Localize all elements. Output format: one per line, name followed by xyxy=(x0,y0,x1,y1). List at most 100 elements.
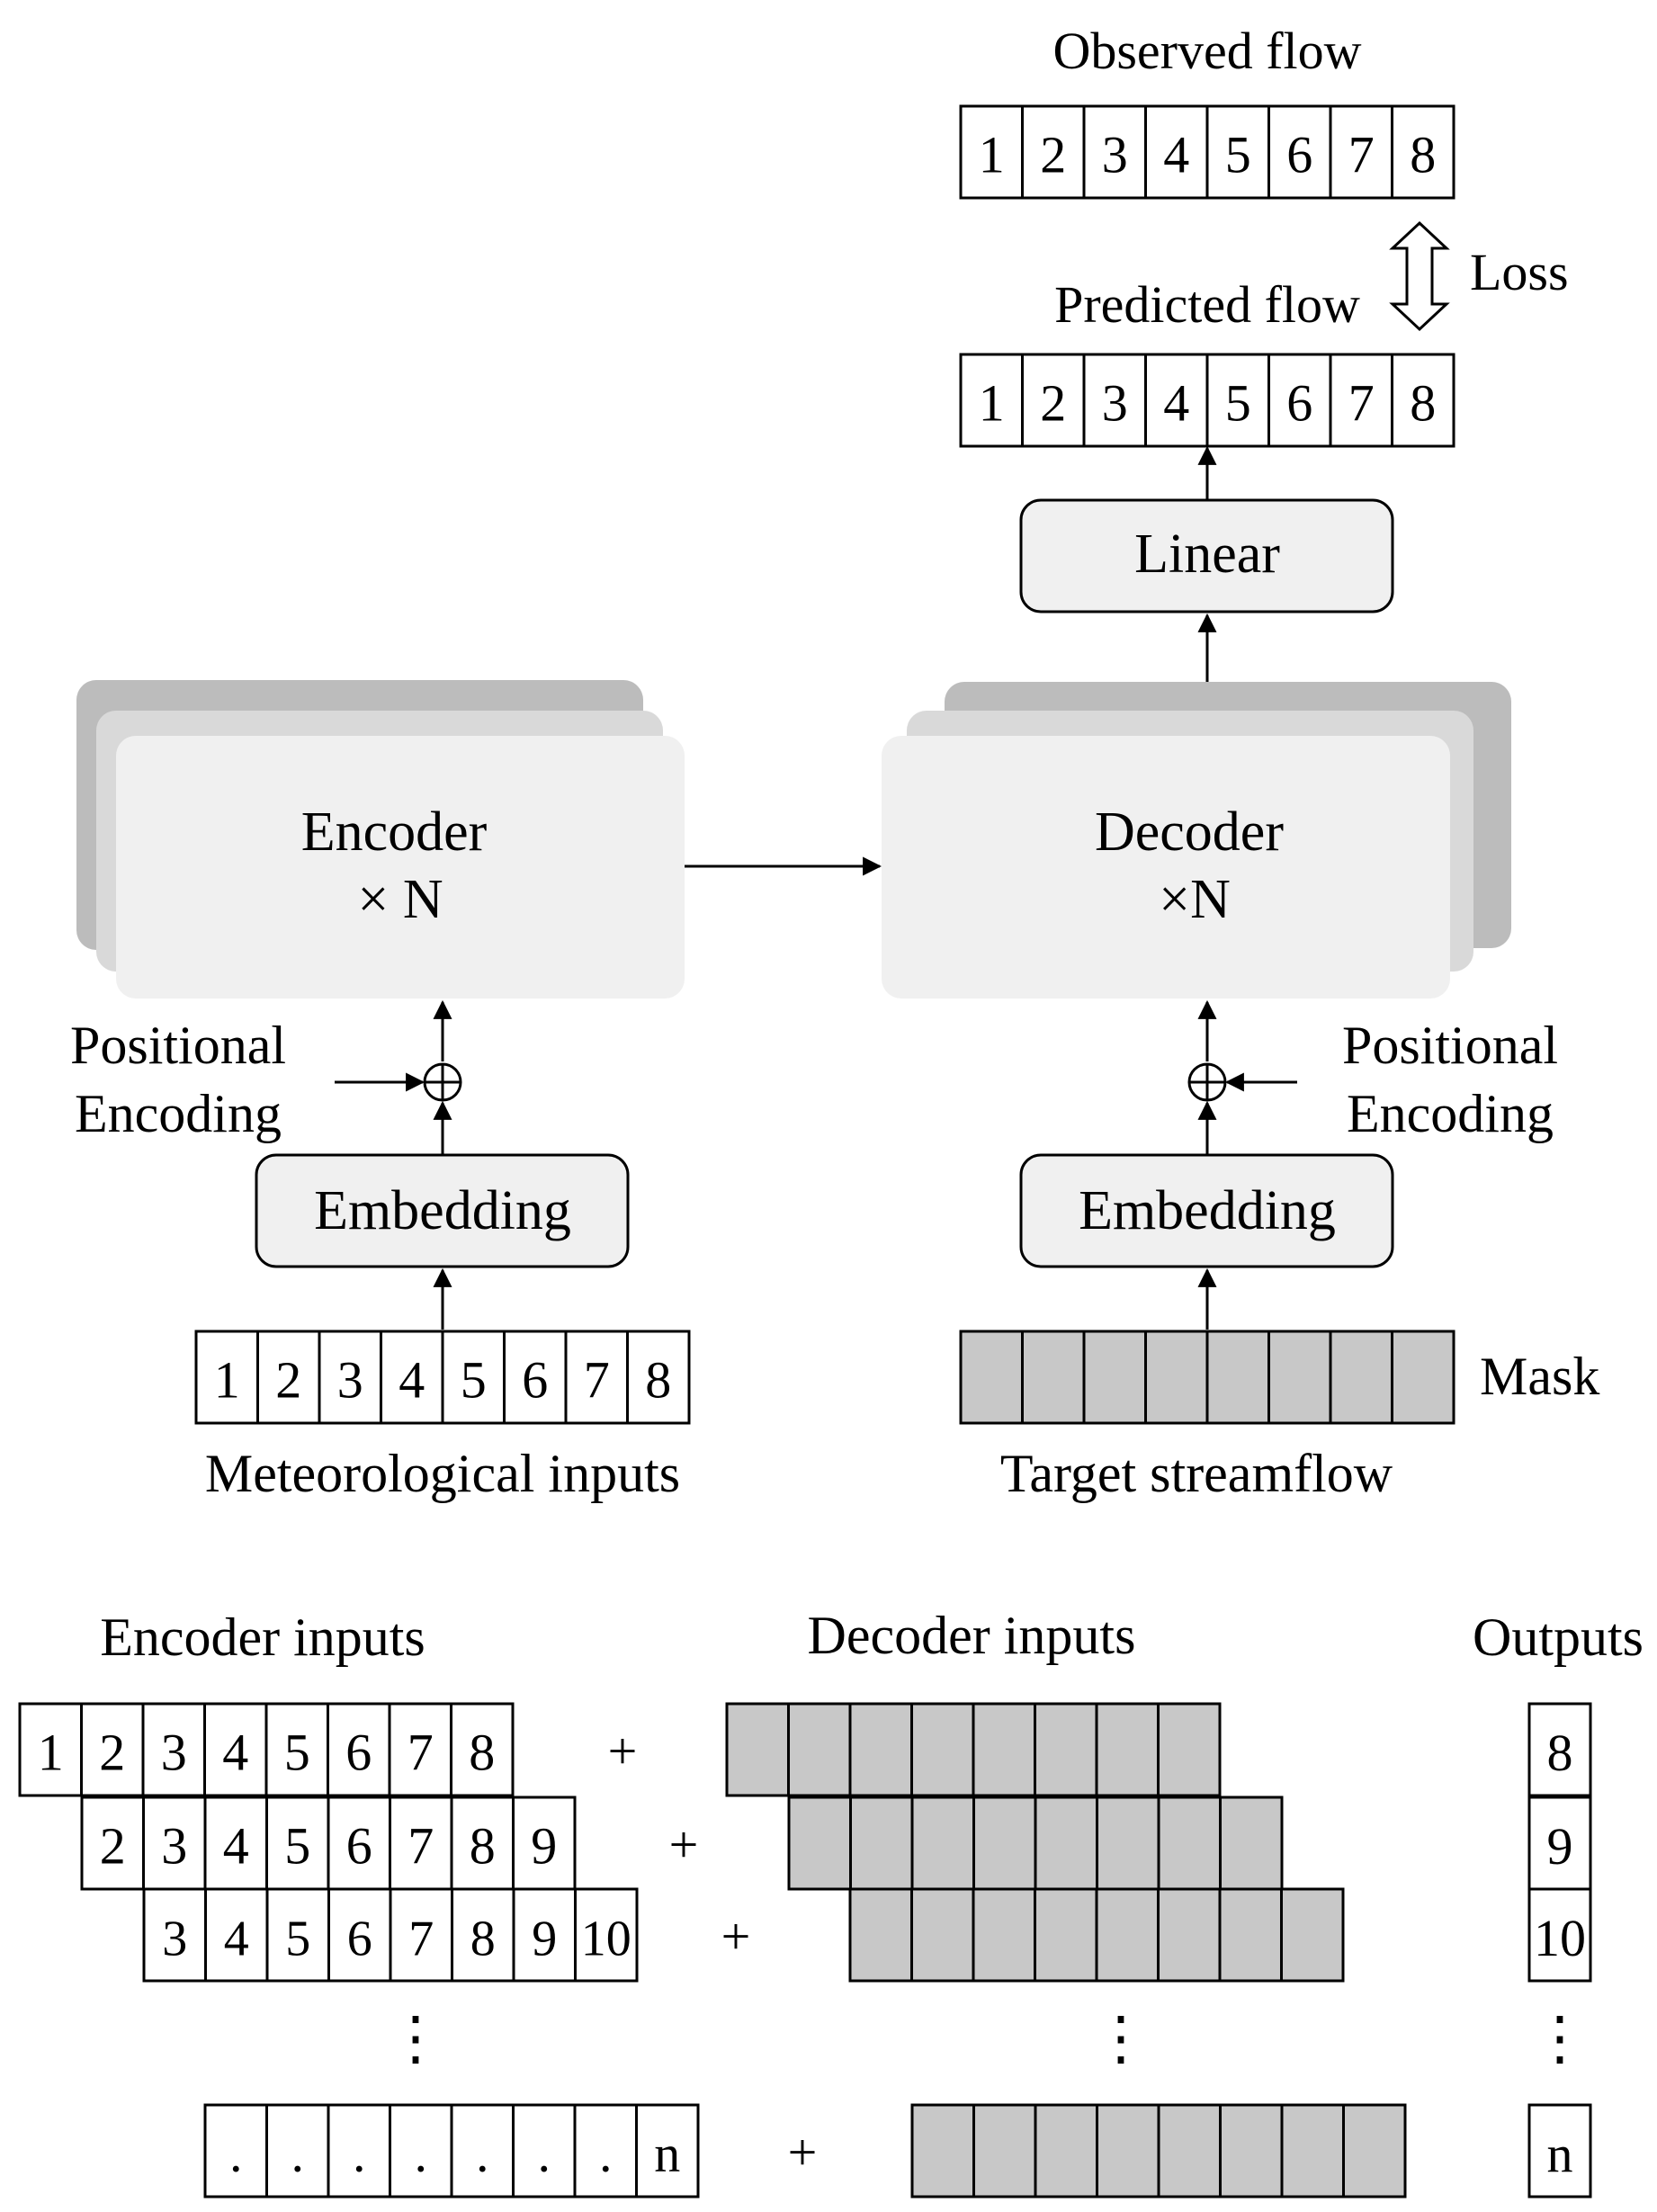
target-streamflow-mask-cell xyxy=(959,1330,1024,1425)
observed-flow-cell-value: 4 xyxy=(1163,125,1189,184)
encoder-window-cell-value: . xyxy=(476,2124,489,2182)
encoder-window-cell-value: . xyxy=(229,2124,243,2182)
observed-flow-cell-value: 3 xyxy=(1102,125,1128,184)
encoder-window-cell xyxy=(574,1887,639,1983)
decoder-window-mask-cell xyxy=(1095,1887,1160,1983)
decoder-window-mask-cell xyxy=(787,1702,852,1797)
decoder-positional-label-line1: Positional xyxy=(1342,1016,1558,1075)
target-streamflow-label: Target streamflow xyxy=(1000,1444,1393,1503)
target-streamflow-mask-sequence xyxy=(959,1330,1455,1425)
decoder-window-mask-cell xyxy=(1034,1887,1098,1983)
decoder-inputs-heading: Decoder inputs xyxy=(808,1606,1136,1665)
output-cell-value: 9 xyxy=(1547,1817,1573,1876)
encoder-window-cell xyxy=(327,1796,391,1891)
decoder-window-mask-cell xyxy=(972,1887,1036,1983)
output-cell xyxy=(1527,1702,1592,1797)
observed-flow-cell-value: 7 xyxy=(1348,125,1375,184)
encoder-window-cell-value: 2 xyxy=(100,1816,126,1875)
encoder-embedding-block xyxy=(255,1153,630,1268)
decoder-window-mask-cell xyxy=(1095,1702,1160,1797)
meteorological-input-cell xyxy=(626,1330,691,1425)
encoder-window-cell-value: n xyxy=(654,2124,680,2182)
observed-flow-cell xyxy=(1205,104,1270,200)
observed-flow-cell xyxy=(1267,104,1332,200)
output-cell xyxy=(1527,2103,1592,2199)
meteorological-input-cell xyxy=(318,1330,382,1425)
meteorological-input-cell xyxy=(380,1330,444,1425)
observed-flow-cell-value: 1 xyxy=(979,125,1005,184)
decoder-block xyxy=(882,736,1450,999)
decoder-positional-label-line2: Encoding xyxy=(1347,1084,1554,1143)
encoder-window-cell-value: 3 xyxy=(161,1816,187,1875)
encoder-window-cell xyxy=(141,1702,206,1797)
encoder-title: Encoder xyxy=(301,802,488,863)
decoder-window-mask-cell xyxy=(1157,1702,1222,1797)
output-cell xyxy=(1527,1887,1592,1983)
encoder-window-cell xyxy=(451,1887,515,1983)
encoder-rows-ellipsis: ⋮ xyxy=(386,2006,445,2072)
observed-flow-cell xyxy=(1021,104,1086,200)
observed-flow-cell-value: 2 xyxy=(1040,125,1066,184)
decoder-window-mask-cell xyxy=(1219,2103,1284,2199)
observed-flow-cell xyxy=(1082,104,1147,200)
predicted-flow-label: Predicted flow xyxy=(1054,275,1360,334)
encoder-window-cell xyxy=(450,1796,515,1891)
target-streamflow-mask-cell xyxy=(1391,1330,1455,1425)
encoder-window-cell xyxy=(512,1887,577,1983)
meteorological-input-cell xyxy=(256,1330,321,1425)
observed-flow-cell-value: 8 xyxy=(1410,125,1436,184)
encoder-embedding-label: Embedding xyxy=(314,1180,571,1241)
encoder-window-cell-value: 10 xyxy=(581,1911,631,1966)
encoder-window-cell-value: . xyxy=(291,2124,305,2182)
encoder-positional-label-line1: Positional xyxy=(70,1016,286,1075)
predicted-flow-cell-value: 1 xyxy=(979,373,1005,432)
predicted-flow-cell xyxy=(1391,353,1455,448)
linear-label: Linear xyxy=(1134,524,1280,585)
target-streamflow-mask-cell xyxy=(1021,1330,1086,1425)
meteorological-input-cell xyxy=(194,1330,259,1425)
encoder-window-cell xyxy=(203,1796,268,1891)
encoder-window-cell xyxy=(635,2103,700,2199)
encoder-window-cell-value: 9 xyxy=(531,1816,557,1875)
decoder-window-mask-cell xyxy=(848,1887,913,1983)
meteorological-input-cell-value: 8 xyxy=(645,1350,671,1409)
encoder-window-cell xyxy=(265,2103,330,2199)
predicted-flow-cell xyxy=(1144,353,1209,448)
encoder-window-cell xyxy=(204,1887,269,1983)
meteorological-input-cell-value: 4 xyxy=(399,1350,425,1409)
decoder-window-mask-cell xyxy=(725,1702,790,1797)
encoder-window-cell-value: 3 xyxy=(162,1911,187,1966)
encoder-window-cell xyxy=(327,1887,392,1983)
decoder-window-mask-cell xyxy=(1342,2103,1407,2199)
target-streamflow-mask-cell xyxy=(1144,1330,1209,1425)
output-cell-value: n xyxy=(1547,2125,1573,2183)
decoder-window-mask-cell xyxy=(1218,1887,1283,1983)
decoder-window-mask-cell xyxy=(1096,2103,1160,2199)
decoder-rows-ellipsis: ⋮ xyxy=(1091,2006,1151,2072)
decoder-window-mask-cell xyxy=(1034,1796,1098,1891)
encoder-window-cell xyxy=(327,1702,391,1797)
decoder-window-mask-cell xyxy=(787,1796,852,1891)
observed-flow-label: Observed flow xyxy=(1052,22,1361,80)
predicted-flow-cell xyxy=(959,353,1024,448)
meteorological-input-cell-value: 2 xyxy=(275,1350,301,1409)
encoder-block xyxy=(116,736,685,999)
encoder-window-cell-value: 1 xyxy=(38,1723,64,1781)
predicted-flow-cell xyxy=(1267,353,1332,448)
encoder-window-cell-value: 9 xyxy=(532,1911,557,1966)
decoder-window-mask-cell xyxy=(910,1796,975,1891)
encoder-inputs-heading: Encoder inputs xyxy=(100,1608,425,1667)
decoder-times-n: ×N xyxy=(1159,869,1231,930)
meteorological-input-cell xyxy=(441,1330,506,1425)
decoder-window-mask-cell xyxy=(910,1702,975,1797)
decoder-window-mask-cell xyxy=(848,1702,913,1797)
decoder-title: Decoder xyxy=(1095,802,1284,863)
plus-sign: + xyxy=(721,1907,751,1966)
encoder-window-cell-value: 5 xyxy=(284,1816,310,1875)
encoder-window-cell-value: 5 xyxy=(284,1723,310,1781)
meteorological-inputs-label: Meteorological inputs xyxy=(205,1444,680,1503)
